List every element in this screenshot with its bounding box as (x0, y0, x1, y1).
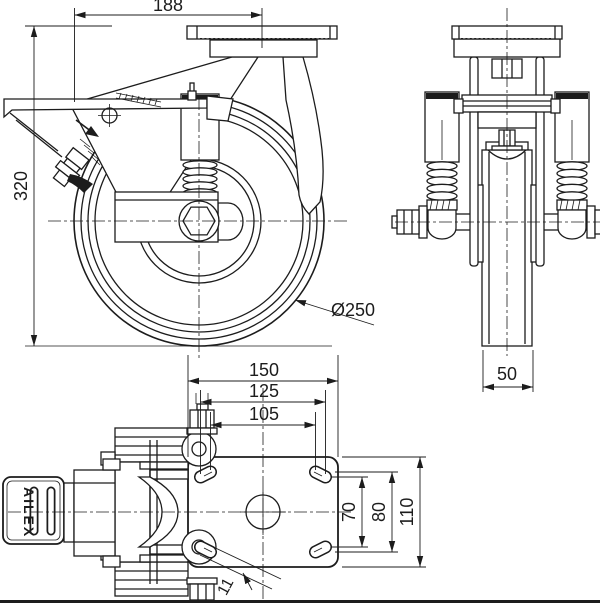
cam-serrations (79, 138, 101, 166)
fork-leg-front-right (535, 56, 545, 267)
pivot-hole (98, 104, 121, 127)
dim-150-label: 150 (249, 360, 279, 380)
brake-pedal-bottom: AILEX (2, 458, 121, 568)
axle-bolt-bottom (186, 577, 218, 601)
spring-seat-left (426, 199, 458, 211)
dim-11: 11 (199, 543, 282, 598)
dim-80: 80 (335, 471, 398, 553)
brake-lever-side (3, 82, 234, 193)
side-view (3, 25, 348, 358)
dim-125: 125 (200, 381, 326, 474)
front-view (391, 8, 600, 356)
dim-50: 50 (482, 350, 534, 392)
cam-wedge (67, 174, 93, 193)
dim-188: 188 (74, 0, 263, 102)
dim-80-label: 80 (369, 502, 389, 522)
dim-110-label: 110 (397, 498, 417, 527)
plate-slots (194, 465, 332, 559)
dimension-annotations: 188 320 Ø250 50 150 (11, 0, 534, 598)
serrated-strip (115, 92, 162, 108)
fork-leg-front-left (469, 56, 479, 267)
fork-leg-rear (282, 56, 324, 215)
dim-50-label: 50 (497, 364, 517, 384)
spring-seat-right (556, 199, 588, 211)
fork-leg-front (69, 56, 260, 201)
brake-jaw (136, 476, 179, 548)
dim-11-label: 11 (215, 575, 238, 598)
dim-70: 70 (332, 476, 368, 548)
dim-105: 105 (210, 404, 316, 470)
axle-housing-side (114, 191, 244, 243)
bottom-view: AILEX (2, 388, 352, 601)
press-direction-arrow (75, 119, 99, 137)
dim-320-label: 320 (11, 171, 31, 201)
brand-label: AILEX (21, 487, 37, 538)
axle-bolt-top (186, 393, 218, 435)
dim-320: 320 (11, 25, 112, 346)
dim-110: 110 (342, 456, 426, 568)
dim-125-label: 125 (249, 381, 279, 401)
dim-250-label: Ø250 (331, 300, 375, 320)
dim-70-label: 70 (339, 502, 359, 522)
spring-housings-front (424, 91, 590, 240)
dim-150: 150 (187, 355, 339, 457)
dim-105-label: 105 (249, 404, 279, 424)
dim-188-label: 188 (153, 0, 183, 15)
dim-diameter-250: Ø250 (294, 299, 375, 326)
top-plate-side (186, 25, 338, 58)
